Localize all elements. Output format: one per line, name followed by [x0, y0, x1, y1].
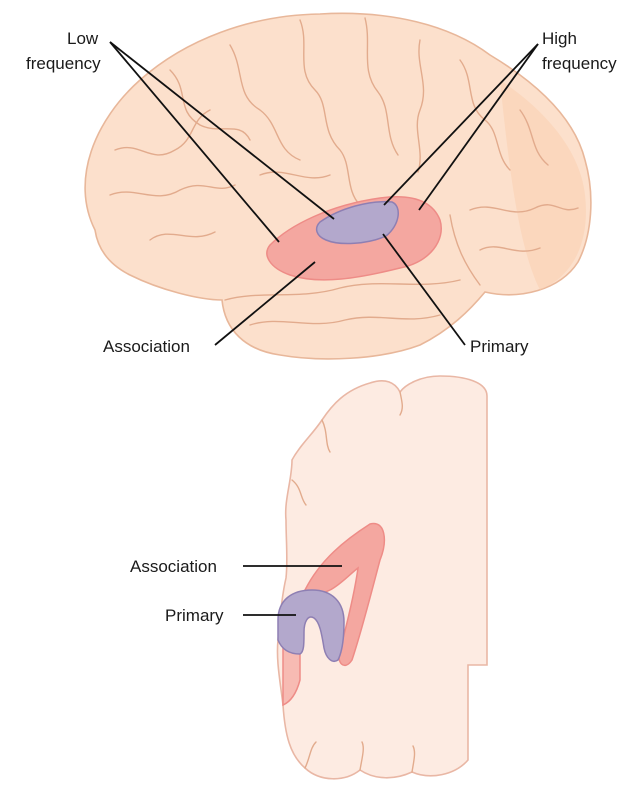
lateral-brain-view: [85, 13, 591, 359]
primary-label-lateral: Primary: [470, 337, 529, 356]
high-frequency-label-line1: High: [542, 29, 577, 48]
coronal-section-outline: [277, 376, 487, 779]
high-frequency-label-line2: frequency: [542, 54, 617, 73]
primary-label-coronal: Primary: [165, 606, 224, 625]
coronal-section-view: [277, 376, 487, 779]
low-frequency-label-line1: Low: [67, 29, 99, 48]
low-frequency-label-line2: frequency: [26, 54, 101, 73]
association-label-lateral: Association: [103, 337, 190, 356]
association-label-coronal: Association: [130, 557, 217, 576]
